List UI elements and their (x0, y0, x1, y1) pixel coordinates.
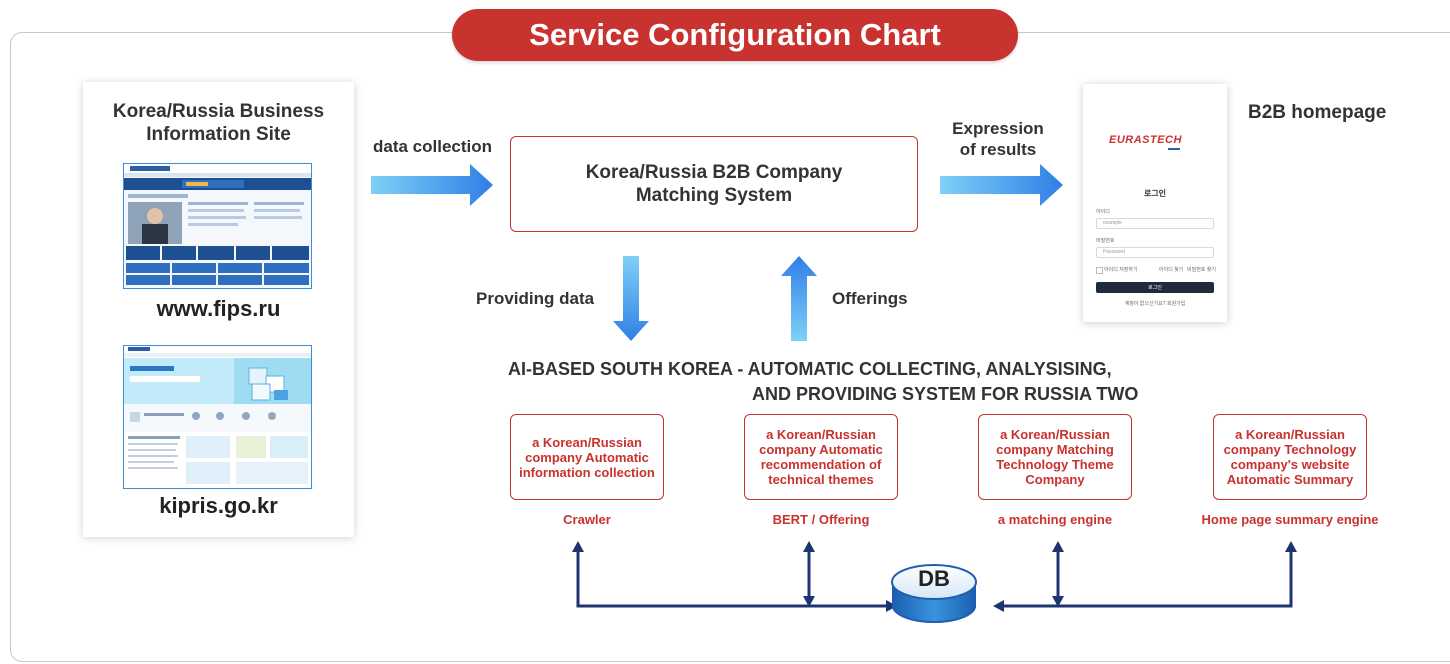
sources-heading: Korea/Russia Business Information Site (112, 101, 325, 145)
db-label: DB (918, 566, 950, 591)
expression-label: Expression of results (952, 119, 1044, 159)
logo-underline (1168, 148, 1180, 150)
module-box-website-summary: a Korean/Russian company Technology comp… (1213, 414, 1367, 500)
b2b-homepage-screenshot: EURASTECH 로그인 아이디 example 비밀번호 Password … (1083, 84, 1227, 322)
db-left-connector-head (886, 600, 897, 612)
data-collection-label: data collection (373, 137, 493, 156)
bert-connector-head-up (803, 541, 815, 552)
system-title-line-2: AND PROVIDING SYSTEM FOR RUSSIA TWO (752, 384, 1139, 404)
matching-system-label: Korea/Russia B2B Company Matching System (585, 162, 843, 206)
matching-connector-head-down (1052, 596, 1064, 607)
id-input[interactable]: example (1096, 218, 1214, 229)
providing-data-label: Providing data (476, 289, 595, 308)
module-box-company-matching: a Korean/Russian company Matching Techno… (978, 414, 1132, 500)
kipris-screenshot-image (124, 346, 311, 488)
engine-label-crawler: Crawler (563, 512, 611, 527)
module-box-theme-recommendation: a Korean/Russian company Automatic recom… (744, 414, 898, 500)
sources-panel: Korea/Russia Business Information Site (83, 82, 354, 537)
kipris-site-name: kipris.go.kr (159, 493, 278, 518)
system-title-line-1: AI-BASED SOUTH KOREA - AUTOMATIC COLLECT… (508, 359, 1112, 379)
fips-site-thumbnail (123, 163, 312, 289)
remember-checkbox[interactable] (1096, 267, 1103, 274)
find-password-link[interactable]: 비밀번호 찾기 (1187, 267, 1216, 273)
crawler-connector-head (572, 541, 584, 552)
chart-title: Service Configuration Chart (452, 9, 1018, 61)
login-button-label: 로그인 (1148, 285, 1162, 291)
fips-screenshot-image (124, 164, 311, 288)
module-box-information-collection: a Korean/Russian company Automatic infor… (510, 414, 664, 500)
id-placeholder: example (1103, 220, 1122, 226)
matching-system-box: Korea/Russia B2B Company Matching System (510, 136, 918, 232)
providing-data-arrow (613, 256, 649, 341)
remember-label: 아이디 저장하기 (1104, 267, 1138, 273)
summary-connector-head (1285, 541, 1297, 552)
signup-link[interactable]: 계정이 없으신가요? 회원가입 (1124, 301, 1186, 307)
expression-arrow (940, 164, 1063, 206)
kipris-site-thumbnail (123, 345, 312, 489)
matching-connector-head-up (1052, 541, 1064, 552)
offerings-arrow (781, 256, 817, 341)
fips-site-name: www.fips.ru (156, 296, 281, 321)
data-collection-arrow (371, 164, 493, 206)
password-placeholder: Password (1103, 249, 1125, 255)
id-label: 아이디 (1096, 209, 1110, 215)
bert-connector-head-down (803, 596, 815, 607)
system-title: AI-BASED SOUTH KOREA - AUTOMATIC COLLECT… (508, 357, 1168, 407)
db-connectors (576, 551, 1293, 608)
password-input[interactable]: Password (1096, 247, 1214, 258)
login-button[interactable]: 로그인 (1096, 282, 1214, 293)
engine-label-matching: a matching engine (997, 512, 1113, 527)
login-title: 로그인 (1143, 189, 1167, 198)
db-cylinder-icon (891, 564, 977, 623)
db-right-connector-head (993, 600, 1004, 612)
password-label: 비밀번호 (1096, 238, 1115, 244)
eurastech-logo: EURASTECH (1109, 134, 1182, 146)
offerings-label: Offerings (832, 289, 908, 308)
engine-label-summary: Home page summary engine (1201, 512, 1379, 527)
b2b-homepage-label: B2B homepage (1248, 102, 1387, 123)
engine-label-bert: BERT / Offering (772, 512, 870, 527)
find-id-link[interactable]: 아이디 찾기 (1159, 267, 1184, 273)
